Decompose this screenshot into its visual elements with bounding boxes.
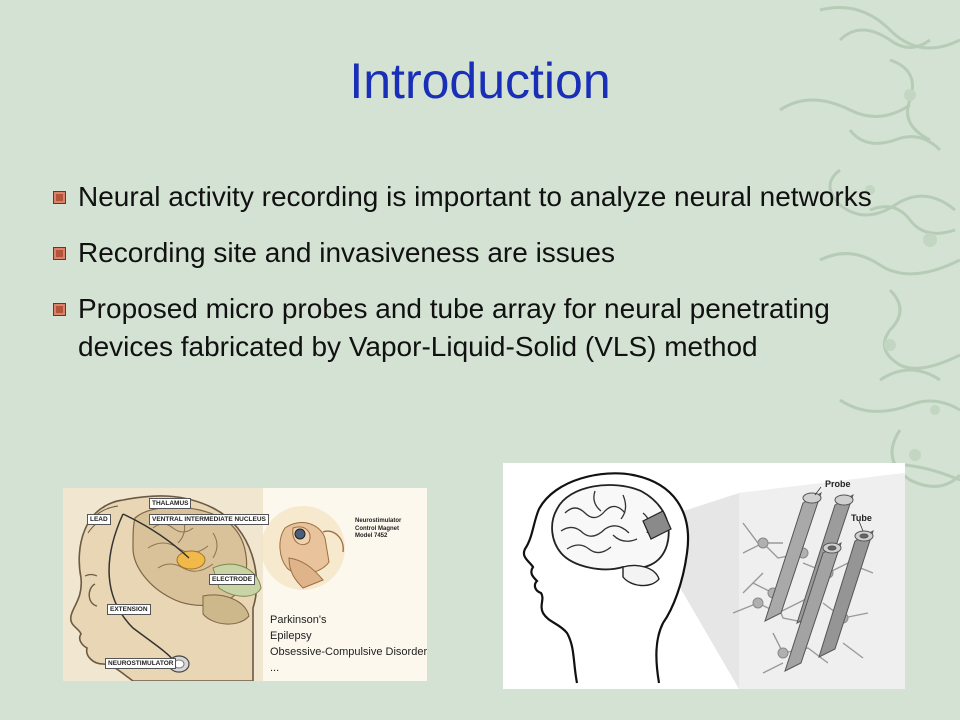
bullet-text: Recording site and invasiveness are issu… (78, 237, 615, 268)
conditions-list: Parkinson's Epilepsy Obsessive-Compulsiv… (270, 612, 427, 676)
label-lead: LEAD (87, 514, 111, 525)
probe-array-illustration: Probe Tube (503, 463, 905, 689)
bullet-text: Proposed micro probes and tube array for… (78, 293, 830, 362)
label-tube: Tube (851, 513, 872, 523)
condition-item: Parkinson's (270, 614, 327, 626)
square-bullet-icon (53, 191, 66, 204)
label-neurostimulator: NEUROSTIMULATOR (105, 658, 177, 669)
square-bullet-icon (53, 247, 66, 260)
magnet-caption-line: Neurostimulator (355, 518, 402, 524)
slide-title: Introduction (349, 53, 611, 109)
condition-item: Obsessive-Compulsive Disorder. (270, 646, 427, 658)
label-probe: Probe (825, 479, 851, 489)
label-electrode: ELECTRODE (209, 574, 256, 585)
background-pattern (779, 6, 960, 488)
bullet-list: Neural activity recording is important t… (50, 178, 890, 384)
bullet-item: Proposed micro probes and tube array for… (50, 290, 890, 366)
bullet-item: Recording site and invasiveness are issu… (50, 234, 890, 272)
label-extension: EXTENSION (107, 604, 151, 615)
condition-item: Epilepsy (270, 630, 312, 642)
magnet-caption-line: Model 7452 (355, 533, 388, 539)
label-ventral-intermediate-nucleus: VENTRAL INTERMEDIATE NUCLEUS (149, 514, 269, 525)
square-bullet-icon (53, 303, 66, 316)
probe-diagram (522, 472, 905, 689)
bullet-item: Neural activity recording is important t… (50, 178, 890, 216)
magnet-caption-line: Control Magnet (355, 525, 399, 532)
label-thalamus: THALAMUS (149, 498, 192, 509)
dbs-illustration: THALAMUS LEAD VENTRAL INTERMEDIATE NUCLE… (63, 488, 427, 681)
magnet-caption: Neurostimulator Control Magnet Model 745… (355, 518, 401, 541)
bullet-text: Neural activity recording is important t… (78, 181, 872, 212)
condition-item: ... (270, 662, 280, 674)
